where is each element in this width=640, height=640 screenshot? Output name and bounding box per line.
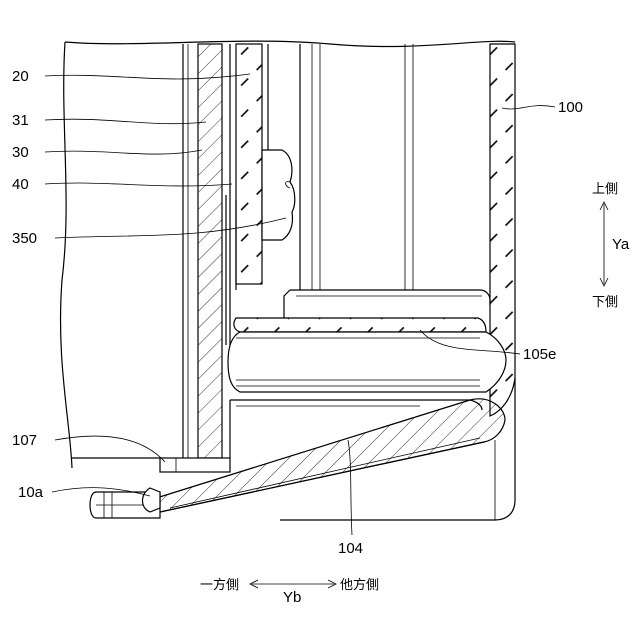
label-100: 100: [558, 99, 583, 116]
inner-vertical-lines: [300, 44, 413, 290]
layer-31-30: [183, 44, 230, 458]
label-yb: Yb: [283, 589, 301, 606]
element-350: [262, 150, 295, 240]
shelf: [284, 290, 490, 318]
label-ya: Ya: [612, 236, 630, 253]
label-105e: 105e: [523, 346, 556, 363]
label-107: 107: [12, 432, 37, 449]
label-upper-side: 上側: [592, 182, 618, 197]
label-104: 104: [338, 540, 363, 557]
outer-body-outline: [61, 41, 515, 468]
label-lower-side: 下側: [592, 295, 618, 310]
label-10a: 10a: [18, 484, 44, 501]
label-31: 31: [12, 112, 29, 129]
label-350: 350: [12, 230, 37, 247]
label-one-side: 一方側: [200, 577, 239, 593]
label-40: 40: [12, 176, 29, 193]
label-20: 20: [12, 68, 29, 85]
direction-yb: 一方側 Yb 他方側: [200, 577, 379, 606]
label-30: 30: [12, 144, 29, 161]
element-105e: [228, 318, 506, 392]
direction-ya: 上側 Ya 下側: [592, 182, 630, 310]
label-other-side: 他方側: [340, 577, 379, 593]
